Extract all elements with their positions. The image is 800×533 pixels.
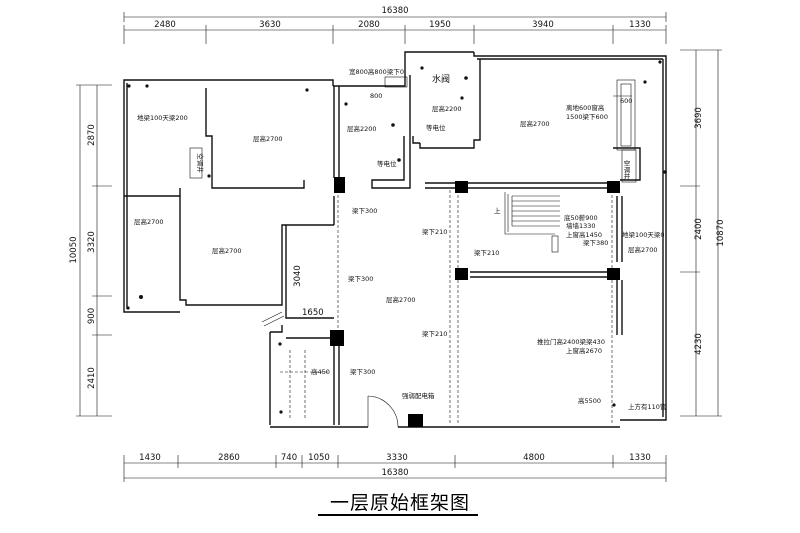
label-beam-210-c: 梁下210 — [422, 329, 447, 338]
label-dim-1650: 1650 — [302, 308, 324, 318]
top-dimension-lines — [123, 12, 667, 44]
bottom-dim-4: 1050 — [308, 453, 330, 463]
label-dim-800: 800 — [370, 92, 382, 100]
label-beam-300-a: 梁下300 — [352, 206, 377, 215]
label-electric-box: 强弱配电箱 — [402, 391, 435, 400]
label-water-valve: 水阀 — [432, 73, 450, 85]
label-h2200-a: 层高2200 — [432, 104, 462, 113]
bottom-dim-5: 3330 — [386, 453, 408, 463]
label-h2700-right: 层高2700 — [628, 245, 658, 254]
title-underline — [318, 514, 478, 516]
label-h2200-b: 层高2200 — [347, 124, 377, 133]
column — [330, 330, 344, 346]
label-window-right-1: 离地600窗高 — [566, 103, 605, 112]
label-floor-beam-left: 地梁100天梁200 — [137, 113, 188, 122]
label-slide-door: 推拉门高2400梁梁430 — [537, 337, 605, 346]
label-h2700-left: 层高2700 — [134, 217, 164, 226]
label-stair-note-2: 墙墙1330 — [566, 221, 596, 230]
label-beam-300-c: 梁下300 — [350, 367, 375, 376]
label-h5500: 高5500 — [578, 396, 601, 405]
column — [607, 268, 620, 280]
shaft-left: 空调井 — [189, 147, 205, 179]
bottom-dim-2: 2860 — [218, 453, 240, 463]
column — [334, 177, 345, 193]
outer-walls — [123, 51, 667, 428]
bottom-dim-3: 740 — [281, 453, 297, 463]
structural-columns — [330, 177, 620, 427]
label-stair-note-4: 梁下380 — [583, 238, 608, 247]
label-h450: 高450 — [311, 367, 330, 376]
top-dim-2: 3630 — [259, 20, 281, 30]
column — [408, 414, 423, 427]
label-equipotential-2: 等电位 — [377, 159, 397, 168]
label-beam-210-b: 梁下210 — [474, 248, 499, 257]
bottom-total-dim: 16380 — [381, 468, 408, 478]
left-dim-4: 2410 — [87, 367, 97, 389]
bottom-dim-1: 1430 — [139, 453, 161, 463]
label-window-top: 宽800高800梁下0 — [349, 67, 404, 76]
label-upper-window: 上窗高2670 — [566, 346, 602, 355]
shaft-right: 空调井 — [621, 149, 637, 183]
top-dim-3: 2080 — [358, 20, 380, 30]
right-window-bay — [613, 79, 636, 151]
label-window-right-2: 1500梁下600 — [566, 112, 608, 121]
left-dim-3: 900 — [87, 308, 97, 324]
right-dim-3: 4230 — [694, 333, 704, 355]
label-h2700-center: 层高2700 — [386, 295, 416, 304]
top-window-box — [384, 76, 408, 88]
right-dimension-lines — [680, 49, 722, 417]
label-stair-note-1: 底50薪900 — [564, 213, 598, 222]
left-total-dim: 10050 — [69, 236, 79, 263]
top-dim-6: 1330 — [629, 20, 651, 30]
column — [607, 181, 620, 193]
lower-left-door — [261, 311, 285, 327]
left-dim-1: 2870 — [87, 124, 97, 146]
right-dim-2: 2400 — [694, 218, 704, 240]
column — [455, 268, 468, 280]
label-h2700-left-mid: 层高2700 — [212, 246, 242, 255]
bottom-dimension-lines — [123, 455, 667, 482]
staircase — [504, 192, 560, 253]
label-dim-600: 600 — [620, 97, 632, 105]
label-up: 上 — [494, 206, 501, 215]
label-h2700-left-top: 层高2700 — [253, 134, 283, 143]
left-dim-2: 3320 — [87, 231, 97, 253]
interior-walls — [124, 59, 641, 425]
label-equipotential-1: 等电位 — [426, 123, 446, 132]
top-dim-1: 2480 — [154, 20, 176, 30]
label-floor-beam-right: 地梁100天梁0 — [622, 230, 665, 239]
label-h2700-right-top: 层高2700 — [520, 119, 550, 128]
column — [455, 181, 468, 193]
label-dim-3040: 3040 — [293, 265, 303, 287]
left-dimension-lines — [76, 84, 112, 417]
label-stair-note-3: 上窗高1450 — [566, 230, 602, 239]
label-shaft-left: 空调井 — [196, 153, 205, 173]
right-dim-1: 3690 — [694, 107, 704, 129]
label-beam-210-a: 梁下210 — [422, 227, 447, 236]
label-pipe: 上方有110管 — [628, 402, 667, 411]
fixture-dots — [126, 60, 667, 414]
beam-lines — [280, 190, 613, 425]
bottom-dim-7: 1330 — [629, 453, 651, 463]
label-beam-300-b: 梁下300 — [348, 274, 373, 283]
top-dim-4: 1950 — [429, 20, 451, 30]
label-shaft-right: 空调井 — [622, 159, 630, 181]
bottom-dim-6: 4800 — [523, 453, 545, 463]
right-total-dim: 10870 — [716, 219, 726, 246]
entry-door — [367, 395, 399, 428]
top-dim-5: 3940 — [532, 20, 554, 30]
top-total-dim: 16380 — [381, 6, 408, 16]
drawing-title: 一层原始框架图 — [329, 492, 470, 514]
